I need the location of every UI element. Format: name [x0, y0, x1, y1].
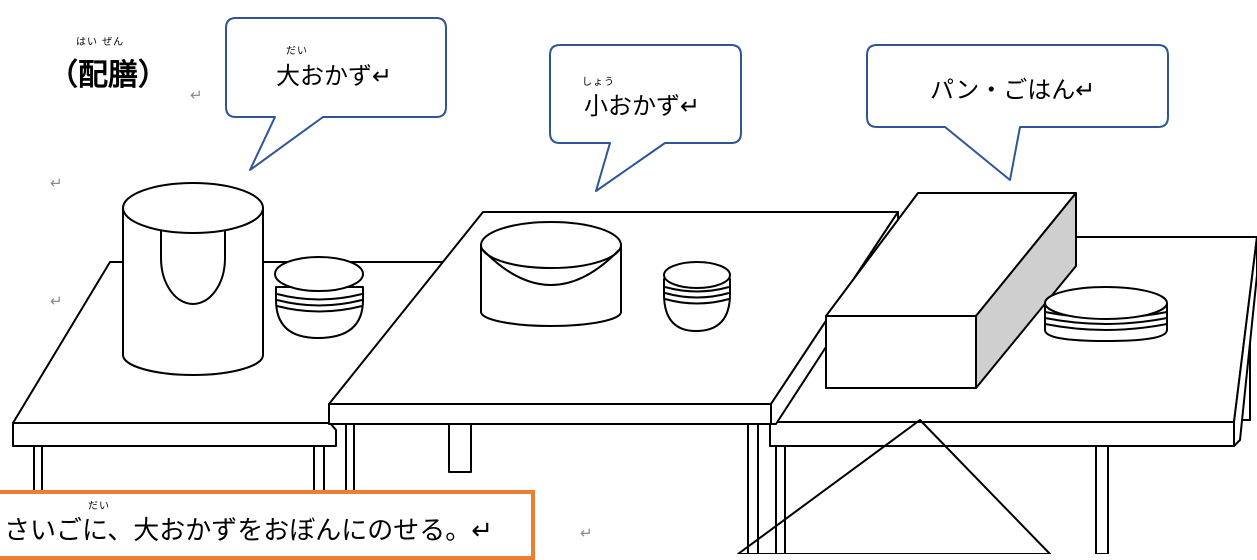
bubble-outline-bread — [866, 44, 1169, 181]
bubble-large-ruby: だい — [286, 46, 308, 57]
instruction-ruby: だい — [88, 501, 110, 512]
bottom-callout-outline — [737, 419, 1051, 554]
margin-return-mark: ↵ — [50, 292, 63, 310]
soup-pot — [122, 182, 264, 376]
bread-rice-box — [825, 192, 1077, 389]
bubble-small-label: 小おかず↵ — [584, 92, 701, 120]
instruction-text: さいごに、大おかずをおぼんにのせる。↵ — [4, 516, 494, 546]
bowl-stack-middle — [663, 261, 731, 332]
bubble-bread-label: パン・ごはん↵ — [930, 76, 1096, 104]
margin-return-mark: ↵ — [580, 524, 593, 542]
margin-return-mark: ↵ — [50, 174, 63, 192]
bowl-stack-left — [274, 256, 364, 339]
heading-ruby: はい ぜん — [76, 37, 125, 48]
heading-return-mark: ↵ — [190, 86, 203, 104]
bubble-outline-large — [225, 17, 447, 171]
bubble-small-ruby: しょう — [582, 77, 615, 88]
serving-bowl — [480, 221, 622, 327]
page-heading: （配膳） — [48, 58, 168, 93]
instruction-note: だい さいごに、大おかずをおぼんにのせる。↵ — [0, 490, 535, 560]
plate-stack — [1044, 286, 1168, 342]
bubble-outline-small — [549, 44, 742, 192]
bubble-large-label: 大おかず↵ — [276, 62, 393, 90]
